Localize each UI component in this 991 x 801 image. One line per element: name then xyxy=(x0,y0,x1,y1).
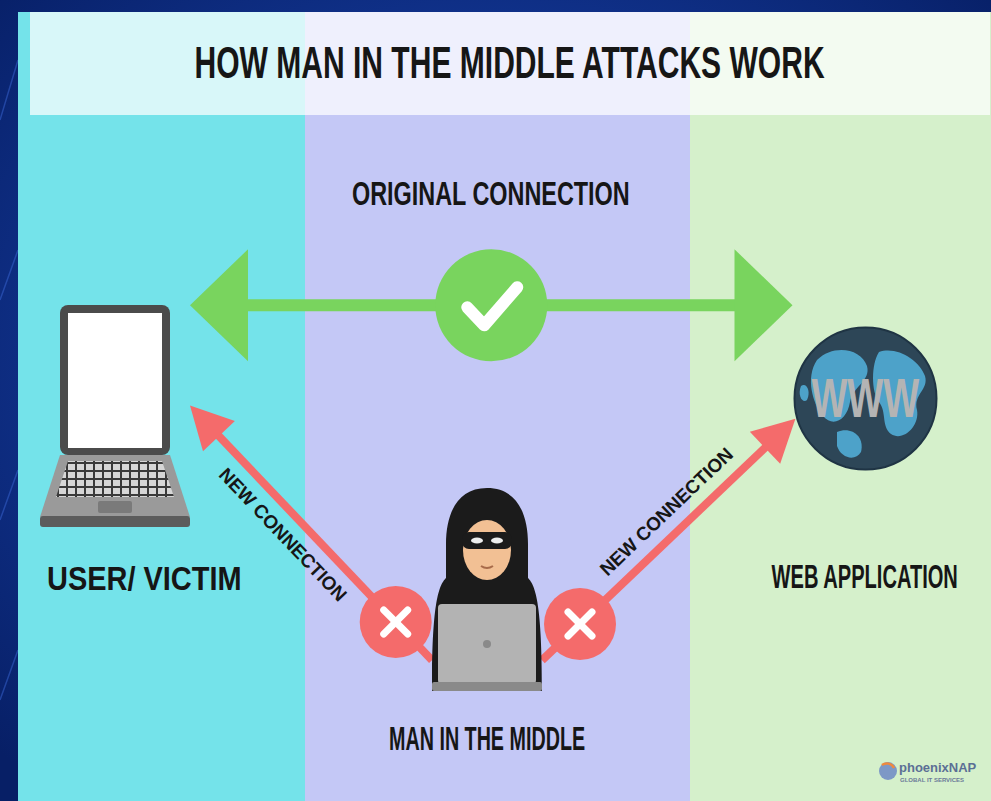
cross-mark xyxy=(384,610,408,634)
victim-band xyxy=(18,12,305,801)
globe xyxy=(794,328,936,470)
connector xyxy=(542,419,795,660)
laptop-screen-frame xyxy=(60,305,170,455)
laptop-edge xyxy=(40,516,190,527)
background-streaks xyxy=(0,60,18,700)
connector xyxy=(190,249,793,361)
arrowhead xyxy=(750,419,796,464)
hacker-eye xyxy=(491,538,503,544)
cross-mark xyxy=(568,612,592,636)
user-node: USER/ VICTIM xyxy=(40,303,280,598)
laptop-icon xyxy=(40,303,190,531)
cross-badge xyxy=(360,586,432,658)
hacker-figure xyxy=(432,486,542,691)
diagram-title: HOW MAN IN THE MIDDLE ATTACKS WORK xyxy=(195,38,825,89)
cross-mark xyxy=(384,610,408,634)
server-node: WWW WEB APPLICATION xyxy=(765,326,965,596)
laptop-base xyxy=(40,455,190,517)
connector-line xyxy=(542,442,771,660)
title-box: HOW MAN IN THE MIDDLE ATTACKS WORK xyxy=(30,12,990,115)
logo-mark xyxy=(879,762,897,780)
attacker-band xyxy=(305,12,690,801)
globe-box: WWW xyxy=(793,326,938,471)
laptop-touchpad xyxy=(98,501,132,513)
laptop-screen xyxy=(68,313,162,448)
hacker-face xyxy=(463,520,511,580)
globe-text: WWW xyxy=(811,366,919,430)
hacker-eye xyxy=(471,538,483,544)
connector xyxy=(190,406,432,661)
hacker-box xyxy=(432,486,542,691)
badge-circle xyxy=(435,249,547,361)
cross-mark xyxy=(568,612,592,636)
connector-line xyxy=(213,430,432,660)
arrowhead xyxy=(190,406,235,452)
laptop-keyboard xyxy=(56,461,174,497)
hacker-laptop xyxy=(438,604,536,684)
title-bar xyxy=(30,12,990,115)
globe-continents xyxy=(799,350,925,458)
logo-tagline: GLOBAL IT SERVICES xyxy=(900,777,964,784)
hacker-mask xyxy=(462,532,512,549)
logo-text: phoenixNAP xyxy=(899,761,976,776)
cross-badge xyxy=(544,588,616,660)
hacker-laptop-logo xyxy=(483,640,491,648)
check-mark xyxy=(467,287,517,325)
check-badge xyxy=(435,249,547,361)
node-label: MAN IN THE MIDDLE xyxy=(389,719,585,758)
hacker-laptop-base xyxy=(432,682,542,691)
laptop-box xyxy=(40,303,190,531)
badge-circle xyxy=(544,588,616,660)
node-label: WEB APPLICATION xyxy=(772,557,958,596)
connection-label: NEW CONNECTION xyxy=(595,443,737,580)
server-band xyxy=(690,12,991,801)
arrowhead xyxy=(735,249,793,361)
node-label: USER/ VICTIM xyxy=(47,559,242,598)
logo-arc xyxy=(882,763,894,768)
hacker-mouth xyxy=(481,566,493,568)
arrowhead xyxy=(190,249,248,361)
connection-label: ORIGINAL CONNECTION xyxy=(352,174,630,213)
badge-circle xyxy=(360,586,432,658)
attacker-node: MAN IN THE MIDDLE xyxy=(377,486,597,758)
hacker-hood xyxy=(432,488,542,691)
